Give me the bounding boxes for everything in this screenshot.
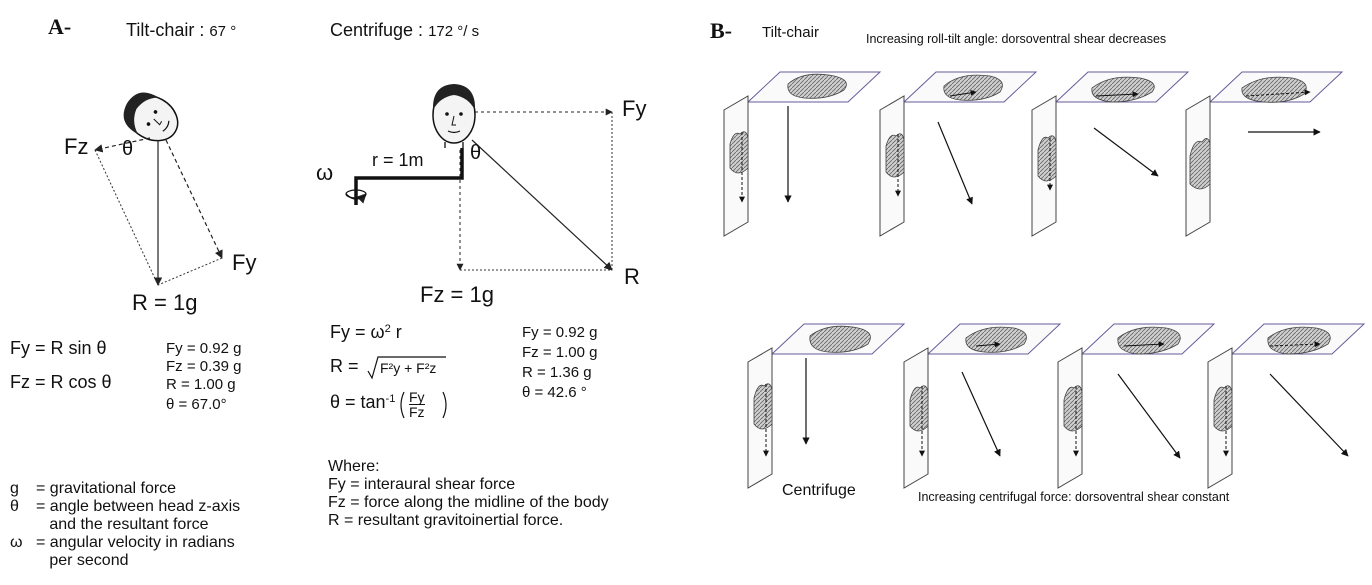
centrifuge-r-vector [471, 139, 613, 271]
tilt-fz-label: Fz [64, 134, 89, 159]
tilt-fy-label: Fy [232, 250, 257, 275]
eq-fy-exp: 2 [384, 322, 391, 335]
eq-fy-lhs: Fy = ω [330, 322, 385, 342]
tilt-fy-vector [165, 139, 223, 259]
centrifuge-val-theta: θ = 42.6 ° [522, 384, 587, 401]
legend-item: and the resultant force [10, 516, 240, 534]
legend-left: g = gravitational force θ = angle between … [10, 480, 240, 570]
eq-fy-rhs: r [390, 322, 402, 342]
panel-b-tag: B- [710, 18, 732, 43]
eq-theta-lhs: θ = tan [330, 392, 386, 412]
legend-symbol: g [10, 480, 19, 497]
centrifuge-organ-1 [747, 323, 906, 489]
legend-line: Fz = force along the midline of the body [328, 494, 609, 511]
legend-item: g = gravitational force [10, 480, 240, 498]
eq-theta-exp: -1 [385, 392, 396, 405]
tilt-val-r: R = 1.00 g [166, 376, 236, 393]
centrifuge-title-text: Centrifuge : [330, 20, 429, 40]
tilt-chair-label: Tilt-chair [762, 24, 819, 41]
tilt-organ-4 [1185, 71, 1344, 237]
legend-text: = angle between head z-axis [36, 498, 241, 515]
centrifuge-val-fy: Fy = 0.92 g [522, 324, 598, 341]
centrifuge-organ-4 [1207, 323, 1366, 489]
tilt-fy-dotted [157, 257, 223, 286]
centrifuge-eq-fy: Fy = ω2 r [330, 322, 402, 343]
legend-right: Where: Fy = interaural shear force Fz = … [328, 458, 609, 530]
tilt-fz-dotted [94, 149, 159, 286]
centrifuge-theta-label: θ [470, 142, 482, 164]
legend-line: Fy = interaural shear force [328, 476, 516, 493]
centrifuge-val-r: R = 1.36 g [522, 364, 592, 381]
centrifuge-omega-label: ω [316, 160, 334, 185]
centrifuge-head-icon [432, 84, 476, 148]
centrifuge-val-fz: Fz = 1.00 g [522, 344, 598, 361]
centrifuge-eq-r: R = [330, 356, 359, 377]
tilt-val-fy: Fy = 0.92 g [166, 340, 242, 357]
legend-item: per second [10, 552, 240, 570]
legend-text: and the resultant force [36, 516, 209, 533]
tilt-chair-angle: 67 ° [209, 23, 237, 40]
legend-line: R = resultant gravitoinertial force. [328, 512, 564, 529]
tilt-chair-title-text: Tilt-chair : [126, 20, 210, 40]
eq-theta-fraction: Fy Fz [409, 390, 425, 419]
centrifuge-eq-theta: θ = tan-1 [330, 392, 395, 413]
tilt-organ-2 [879, 71, 1038, 237]
centrifuge-organ-2 [903, 323, 1062, 489]
rotation-arrow-icon [345, 193, 367, 204]
legend-text: = angular velocity in radians [36, 534, 235, 551]
tilt-organ-3 [1031, 71, 1190, 237]
legend-symbol: θ [10, 498, 19, 515]
centrifuge-rate: 172 °/ s [428, 23, 480, 40]
tilt-eq-fz: Fz = R cos θ [10, 372, 112, 392]
legend-item: θ = angle between head z-axis [10, 498, 240, 516]
eq-r-radicand: F²y + F²z [380, 360, 437, 376]
centrifuge-fy-label: Fy [622, 96, 647, 121]
tilt-theta-label: θ [122, 138, 134, 160]
centrifuge-fz-label: Fz = 1g [420, 282, 494, 307]
legend-text: per second [36, 552, 129, 569]
frac-numerator: Fy [409, 389, 425, 405]
legend-item: ω = angular velocity in radians [10, 534, 240, 552]
tilt-chair-caption: Increasing roll-tilt angle: dorsoventral… [866, 32, 1167, 46]
centrifuge-label: Centrifuge [782, 482, 856, 499]
eq-r-lhs: R = [330, 356, 359, 376]
tilt-organ-1 [723, 71, 882, 237]
tilt-head-icon [123, 92, 179, 142]
centrifuge-organ-3 [1057, 323, 1216, 489]
legend-symbol: ω [10, 534, 23, 551]
tilt-r-label: R = 1g [132, 290, 198, 315]
panel-a-tag: A- [48, 14, 72, 39]
centrifuge-title: Centrifuge : 172 °/ s [330, 20, 479, 41]
tilt-val-fz: Fz = 0.39 g [166, 358, 242, 375]
sqrt-sign [367, 356, 446, 380]
tilt-val-theta: θ = 67.0° [166, 396, 227, 413]
legend-text: = gravitational force [36, 480, 177, 497]
centrifuge-arm [354, 148, 464, 205]
tilt-fz-vector [94, 137, 151, 153]
centrifuge-caption: Increasing centrifugal force: dorsoventr… [918, 490, 1230, 504]
frac-denominator: Fz [409, 404, 425, 420]
legend-heading: Where: [328, 458, 380, 475]
centrifuge-r-label: R [624, 264, 640, 289]
tilt-chair-title: Tilt-chair : 67 ° [126, 20, 236, 41]
tilt-eq-fy: Fy = R sin θ [10, 338, 107, 358]
centrifuge-radius-label: r = 1m [372, 150, 424, 170]
